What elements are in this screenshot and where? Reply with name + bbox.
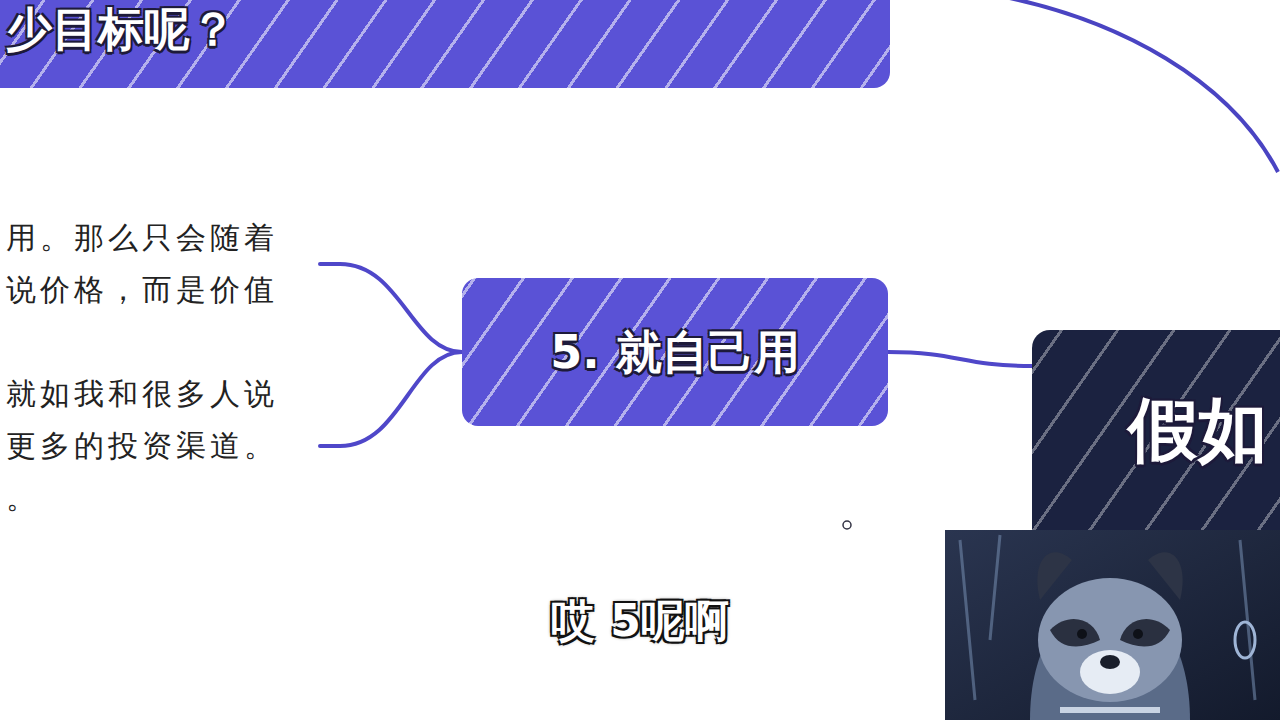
box-title: 假如 — [1128, 392, 1268, 469]
branch-connector — [888, 352, 1032, 366]
dot — [843, 521, 851, 529]
note-text: 用。那么只会随着 说价格，而是价值 — [6, 212, 310, 316]
note-text: 用。那么只会随着 说价格，而是价值 — [6, 212, 310, 316]
note-text: 就如我和很多人说 更多的投资渠道。 。 — [6, 368, 310, 524]
avatar-picture — [945, 530, 1280, 720]
branch-connector — [320, 264, 462, 352]
topic-box-dark: 假如 — [1032, 330, 1280, 530]
box-title: 5. 就自己用 — [550, 327, 800, 378]
topic-box: 5. 就自己用 — [462, 278, 888, 426]
note-text: 就如我和很多人说 更多的投资渠道。 。 — [6, 368, 310, 524]
heading-band: 少目标呢？ — [0, 0, 890, 88]
box-title: 少目标呢？ — [6, 4, 880, 55]
branch-connector — [320, 352, 462, 446]
subtitle-text: 哎 5呢啊 — [0, 592, 1280, 651]
arc-line — [1000, 0, 1278, 172]
